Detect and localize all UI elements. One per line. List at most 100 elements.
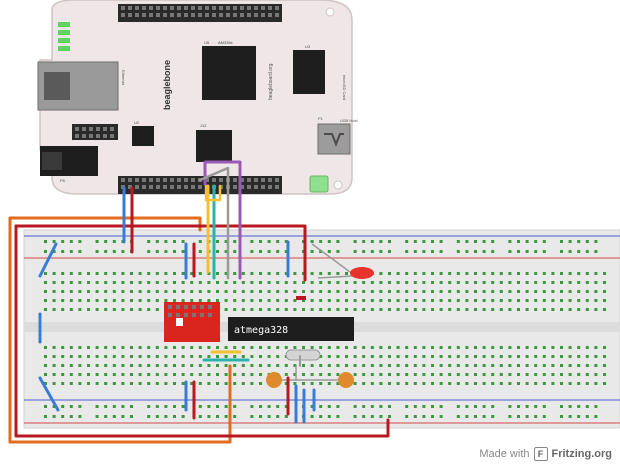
- breadboard-hole: [396, 272, 400, 275]
- breadboard-hole: [259, 299, 262, 302]
- capacitor-right: [338, 372, 354, 388]
- breadboard-hole: [147, 405, 151, 408]
- breadboard-hole: [431, 290, 434, 293]
- breadboard-hole: [508, 290, 512, 293]
- breadboard-hole: [87, 308, 90, 311]
- led-usr0: [58, 22, 70, 27]
- breadboard-hole: [241, 382, 245, 385]
- breadboard-hole: [482, 240, 486, 243]
- breadboard-hole: [130, 364, 133, 367]
- breadboard-hole: [353, 346, 357, 349]
- breadboard-hole: [508, 250, 512, 253]
- breadboard-hole: [190, 355, 194, 358]
- breadboard-hole: [560, 250, 563, 253]
- breadboard-hole: [603, 364, 606, 367]
- breadboard-hole: [155, 240, 159, 243]
- breadboard-hole: [585, 355, 589, 358]
- breadboard-hole: [78, 250, 82, 253]
- breadboard-hole: [577, 308, 581, 311]
- breadboard-hole: [336, 250, 340, 253]
- header-pin: [156, 178, 160, 182]
- breadboard-hole: [224, 415, 228, 418]
- breadboard-hole: [482, 281, 486, 284]
- header-pin: [135, 185, 139, 189]
- breadboard-hole: [413, 346, 417, 349]
- breadboard-hole: [560, 355, 563, 358]
- breadboard-hole: [250, 250, 254, 253]
- breadboard-hole: [491, 308, 495, 311]
- breadboard-hole: [525, 382, 529, 385]
- header-pin: [121, 6, 125, 10]
- breadboard-hole: [577, 281, 581, 284]
- breadboard-hole: [112, 281, 116, 284]
- breadboard-hole: [284, 373, 288, 376]
- level-shifter-pins: [168, 305, 212, 317]
- breadboard-hole: [138, 272, 142, 275]
- breadboard-hole: [422, 355, 426, 358]
- led-usr1: [58, 30, 70, 35]
- breadboard-hole: [594, 373, 598, 376]
- breadboard-hole: [431, 382, 434, 385]
- breadboard-hole: [491, 240, 495, 243]
- breadboard-hole: [379, 415, 383, 418]
- breadboard-hole: [121, 308, 125, 311]
- breadboard-hole: [276, 415, 280, 418]
- breadboard-hole: [78, 272, 82, 275]
- breadboard-hole: [362, 364, 366, 367]
- breadboard-hole: [112, 290, 116, 293]
- microsd-label: microSD Card: [342, 75, 347, 100]
- breadboard-hole: [181, 346, 185, 349]
- breadboard-hole: [216, 299, 219, 302]
- breadboard-hole: [250, 415, 254, 418]
- breadboard-hole: [224, 272, 228, 275]
- breadboard-hole: [542, 405, 546, 408]
- breadboard-hole: [370, 373, 374, 376]
- breadboard-hole: [284, 415, 288, 418]
- breadboard-hole: [95, 382, 99, 385]
- breadboard-hole: [439, 382, 443, 385]
- header-pin: [233, 13, 237, 17]
- breadboard-hole: [499, 299, 503, 302]
- breadboard-hole: [61, 405, 65, 408]
- breadboard-hole: [448, 355, 452, 358]
- breadboard-hole: [413, 405, 417, 408]
- breadboard-hole: [474, 415, 477, 418]
- breadboard-hole: [345, 299, 348, 302]
- breadboard-hole: [362, 405, 366, 408]
- header-pin: [177, 13, 181, 17]
- breadboard-hole: [603, 290, 606, 293]
- breadboard-hole: [164, 382, 168, 385]
- breadboard-hole: [259, 382, 262, 385]
- breadboard-hole: [216, 290, 219, 293]
- breadboard-hole: [396, 355, 400, 358]
- breadboard-hole: [465, 355, 469, 358]
- breadboard-hole: [276, 355, 280, 358]
- breadboard-hole: [585, 290, 589, 293]
- breadboard-hole: [388, 373, 391, 376]
- breadboard-hole: [61, 364, 65, 367]
- header-pin: [212, 6, 216, 10]
- breadboard-hole: [44, 272, 47, 275]
- breadboard-hole: [474, 364, 477, 367]
- header-pin: [261, 6, 265, 10]
- header-pin: [82, 127, 86, 131]
- breadboard-hole: [310, 272, 314, 275]
- breadboard-hole: [130, 373, 133, 376]
- breadboard-hole: [267, 250, 271, 253]
- breadboard-hole: [121, 299, 125, 302]
- breadboard-hole: [499, 308, 503, 311]
- header-pin: [240, 6, 244, 10]
- header-pin: [268, 13, 272, 17]
- breadboard-hole: [173, 346, 176, 349]
- breadboard-hole: [259, 290, 262, 293]
- breadboard-hole: [431, 240, 434, 243]
- breadboard-hole: [112, 299, 116, 302]
- breadboard-hole: [241, 299, 245, 302]
- breadboard-hole: [465, 290, 469, 293]
- breadboard-hole: [370, 250, 374, 253]
- breadboard-hole: [456, 382, 460, 385]
- breadboard-hole: [190, 299, 194, 302]
- breadboard-hole: [517, 290, 520, 293]
- breadboard-hole: [517, 299, 520, 302]
- breadboard-hole: [396, 299, 400, 302]
